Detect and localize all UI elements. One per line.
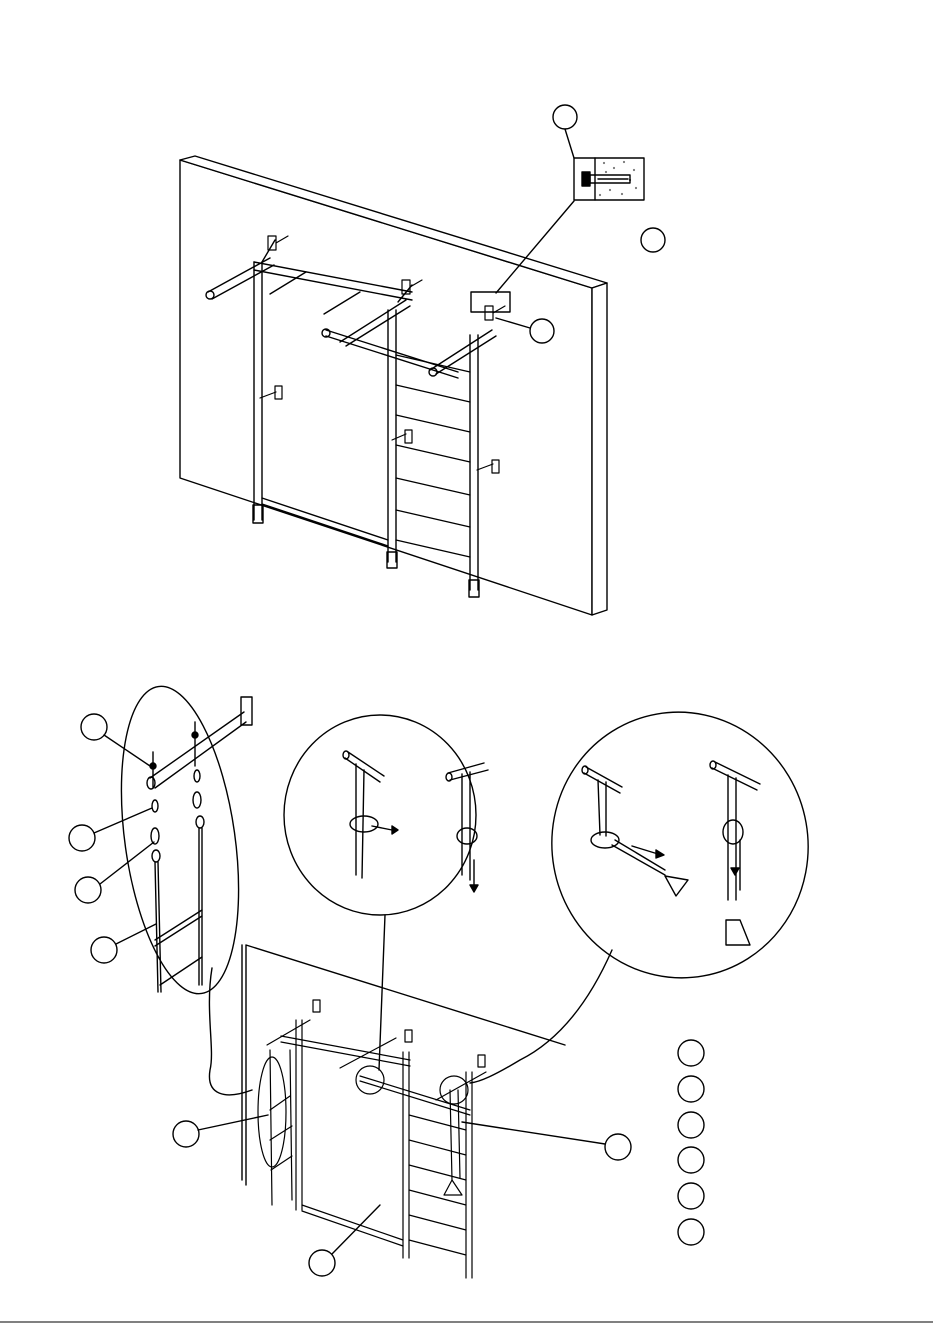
callout-rope-ladder [91,937,117,963]
callout-rings [605,1134,631,1160]
legend-marker-6 [678,1219,704,1245]
rope-knot-detail [284,715,488,1070]
callout-bolt [81,714,107,740]
callout-eye-nut [69,825,95,851]
legend-markers [678,1040,704,1245]
legend-marker-4 [678,1147,704,1173]
callout-ladder-assembled [173,1121,199,1147]
callout-snap-hook [75,877,101,903]
main-assembly [258,1000,486,1278]
legend-marker-1 [678,1040,704,1066]
gym-ring-knot-icon [582,761,760,945]
wall-panel [180,156,607,615]
callout-rope [309,1250,335,1276]
wall-anchor-icon [582,172,590,186]
callout-wall-bracket [530,319,554,343]
legend-marker-2 [678,1076,704,1102]
ladder-attachment-detail [104,679,256,1095]
callout-anchor-detail [553,105,577,129]
legend-marker-5 [678,1183,704,1209]
gym-rings-detail [470,692,829,1083]
callout-anchor-legend [641,228,665,252]
bottom-callouts [69,714,631,1276]
bottom-figure [0,679,933,1322]
legend-marker-3 [678,1112,704,1138]
top-figure [180,105,665,615]
